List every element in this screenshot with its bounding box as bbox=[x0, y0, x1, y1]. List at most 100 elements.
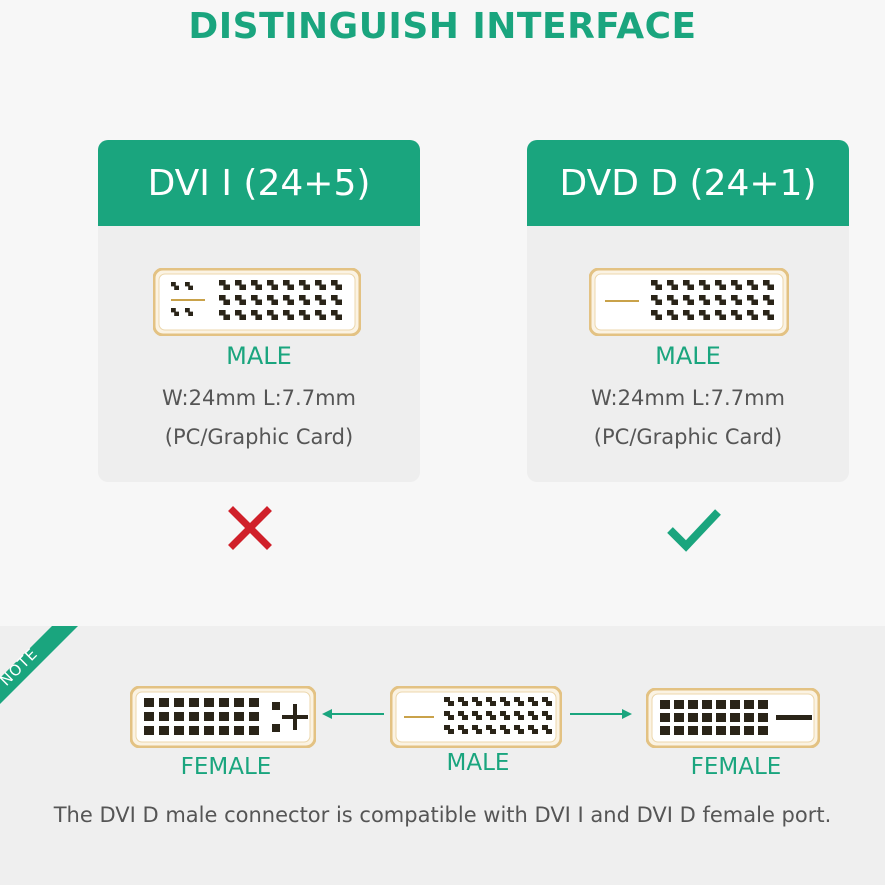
pin bbox=[283, 310, 294, 320]
pin bbox=[283, 280, 294, 290]
pin bbox=[716, 726, 726, 735]
note-section: NOTE bbox=[0, 626, 885, 885]
pin bbox=[699, 295, 710, 305]
pin bbox=[730, 700, 740, 709]
pin bbox=[747, 295, 758, 305]
pin bbox=[715, 280, 726, 290]
pin bbox=[716, 700, 726, 709]
pin bbox=[219, 310, 230, 320]
note-ribbon bbox=[0, 626, 78, 704]
dvi-i-male-connector-icon bbox=[153, 268, 361, 336]
pin bbox=[249, 698, 259, 707]
pin bbox=[683, 310, 694, 320]
pin bbox=[514, 697, 524, 706]
card-dvi-d: DVD D (24+1) MALE W:24mm L:7.7mm (PC/Gra… bbox=[527, 140, 849, 482]
pin bbox=[171, 282, 179, 290]
pin bbox=[144, 726, 154, 735]
pin bbox=[219, 712, 229, 721]
pin bbox=[702, 726, 712, 735]
pin bbox=[189, 712, 199, 721]
pin bbox=[458, 711, 468, 720]
compatibility-caption: The DVI D male connector is compatible w… bbox=[53, 803, 832, 827]
pin bbox=[251, 295, 262, 305]
pin bbox=[204, 698, 214, 707]
pin bbox=[651, 295, 662, 305]
pin bbox=[744, 713, 754, 722]
pin bbox=[185, 308, 193, 316]
pin bbox=[299, 295, 310, 305]
pin bbox=[500, 725, 510, 734]
pin bbox=[660, 700, 670, 709]
pin bbox=[514, 711, 524, 720]
dvi-d-female-connector-icon bbox=[646, 688, 820, 748]
pin bbox=[763, 310, 774, 320]
pin bbox=[731, 295, 742, 305]
pin bbox=[219, 698, 229, 707]
pin bbox=[702, 713, 712, 722]
pin bbox=[159, 712, 169, 721]
pin bbox=[144, 712, 154, 721]
pin bbox=[234, 726, 244, 735]
pin bbox=[660, 726, 670, 735]
pin bbox=[283, 295, 294, 305]
check-icon bbox=[667, 509, 721, 552]
pin bbox=[267, 310, 278, 320]
pin bbox=[699, 280, 710, 290]
dimensions-text: W:24mm L:7.7mm bbox=[590, 386, 785, 410]
pin bbox=[667, 310, 678, 320]
pin bbox=[542, 725, 552, 734]
pin bbox=[674, 713, 684, 722]
pin bbox=[702, 700, 712, 709]
pin bbox=[315, 280, 326, 290]
pin bbox=[249, 726, 259, 735]
connector-type-label: MALE bbox=[655, 342, 721, 370]
pin bbox=[486, 725, 496, 734]
pin bbox=[660, 713, 670, 722]
pin bbox=[758, 700, 768, 709]
pin bbox=[744, 726, 754, 735]
pin bbox=[699, 310, 710, 320]
pin bbox=[472, 697, 482, 706]
pin bbox=[219, 726, 229, 735]
pin bbox=[444, 711, 454, 720]
pin bbox=[472, 711, 482, 720]
male-label-center: MALE bbox=[446, 750, 510, 776]
pin bbox=[683, 295, 694, 305]
pin bbox=[651, 310, 662, 320]
page-title: DISTINGUISH INTERFACE bbox=[188, 6, 697, 47]
pin bbox=[458, 697, 468, 706]
pin bbox=[204, 726, 214, 735]
pin bbox=[688, 726, 698, 735]
card-dvi-i: DVI I (24+5) MALE W:24mm L:7.7mm (PC/Gra… bbox=[98, 140, 420, 482]
pin bbox=[528, 725, 538, 734]
pin bbox=[251, 280, 262, 290]
pin bbox=[171, 308, 179, 316]
pin bbox=[744, 700, 754, 709]
pin bbox=[731, 310, 742, 320]
arrow-left-icon bbox=[322, 709, 384, 719]
pin bbox=[763, 280, 774, 290]
pin bbox=[500, 697, 510, 706]
pin bbox=[315, 295, 326, 305]
pin bbox=[204, 712, 214, 721]
pin bbox=[528, 711, 538, 720]
connector-type-label: MALE bbox=[226, 342, 292, 370]
pin bbox=[688, 700, 698, 709]
female-label-left: FEMALE bbox=[180, 754, 272, 780]
pin bbox=[730, 726, 740, 735]
pin bbox=[174, 726, 184, 735]
pin bbox=[651, 280, 662, 290]
pin bbox=[674, 700, 684, 709]
pin bbox=[249, 712, 259, 721]
pin bbox=[763, 295, 774, 305]
pin bbox=[219, 280, 230, 290]
pin bbox=[331, 280, 342, 290]
pin bbox=[486, 697, 496, 706]
pin bbox=[144, 698, 154, 707]
pin bbox=[174, 712, 184, 721]
pin bbox=[683, 280, 694, 290]
card-header: DVD D (24+1) bbox=[527, 140, 849, 226]
pin bbox=[758, 713, 768, 722]
pin bbox=[299, 310, 310, 320]
pin bbox=[542, 697, 552, 706]
